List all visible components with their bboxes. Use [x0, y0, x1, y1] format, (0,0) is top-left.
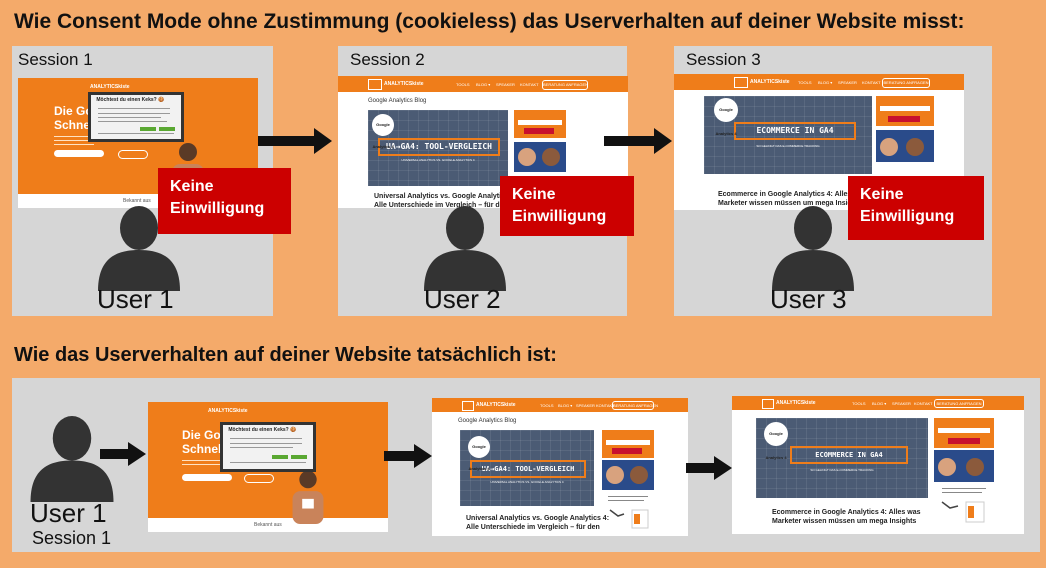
session-label: Session 1 [32, 528, 112, 548]
session-panel-3: Session 3 ANALYTICSkiste TOOLS BLOG ▾ SP… [674, 46, 992, 316]
user-label: User 1 [30, 498, 107, 528]
session-panel-1: Session 1 Bekannt aus ANALYTICSkiste Die… [12, 46, 291, 316]
modal-title: Möchtest du einen Keks? 🍪 [96, 96, 165, 103]
session-panel-2: Session 2 ANALYTICSkiste TOOLS BLOG ▾ SP… [338, 46, 634, 316]
right-arrow-icon [686, 456, 732, 480]
user-label: User 1 [97, 284, 174, 314]
right-arrow-icon [604, 128, 672, 154]
no-consent-badge: Keine Einwilligung [158, 168, 291, 234]
cookie-consent-modal: Möchtest du einen Keks? 🍪 [88, 92, 184, 142]
blog-screenshot-ua-ga4: ANALYTICSkiste TOOLS BLOG ▾ SPEAKER KONT… [338, 76, 628, 208]
user-silhouette-icon [772, 206, 854, 291]
no-consent-badge: Keine Einwilligung [848, 176, 984, 240]
blog-screenshot-ecommerce-ga4: ANALYTICSkiste TOOLS BLOG ▾ SPEAKER KONT… [674, 74, 964, 210]
session-label: Session 2 [350, 50, 425, 69]
user-silhouette-icon [30, 416, 114, 502]
session-label: Session 3 [686, 50, 761, 69]
submit-button [118, 150, 148, 159]
landing-page-screenshot: Bekannt aus ANALYTICSkiste Die Goog Schn… [148, 402, 388, 532]
session-label: Session 1 [18, 50, 93, 69]
right-arrow-icon [100, 442, 146, 466]
blog-screenshot-ecommerce-ga4: ANALYTICSkiste TOOLS BLOG ▾ SPEAKER KONT… [732, 396, 1024, 534]
right-arrow-icon [384, 444, 432, 468]
right-arrow-icon [258, 128, 332, 154]
hero-line-2: Schnell [54, 118, 97, 132]
user-silhouette-icon [98, 206, 180, 291]
footer-text: Bekannt aus [123, 198, 151, 204]
user-silhouette-icon [424, 206, 506, 291]
user-label: User 3 [770, 284, 847, 314]
heading-consent-mode: Wie Consent Mode ohne Zustimmung (cookie… [14, 10, 965, 33]
cookie-consent-modal: Möchtest du einen Keks? 🍪 [220, 422, 316, 472]
no-consent-badge: Keine Einwilligung [500, 176, 634, 236]
heading-actual-behavior: Wie das Userverhalten auf deiner Website… [14, 344, 557, 366]
user-label: User 2 [424, 284, 501, 314]
blog-screenshot-ua-ga4: ANALYTICSkiste TOOLS BLOG ▾ SPEAKER KONT… [432, 398, 688, 536]
email-input [54, 150, 104, 157]
actual-behavior-panel: User 1 Session 1 Bekannt aus ANALYTICSki… [12, 378, 1040, 552]
logo-text: ANALYTICSkiste [90, 84, 130, 90]
